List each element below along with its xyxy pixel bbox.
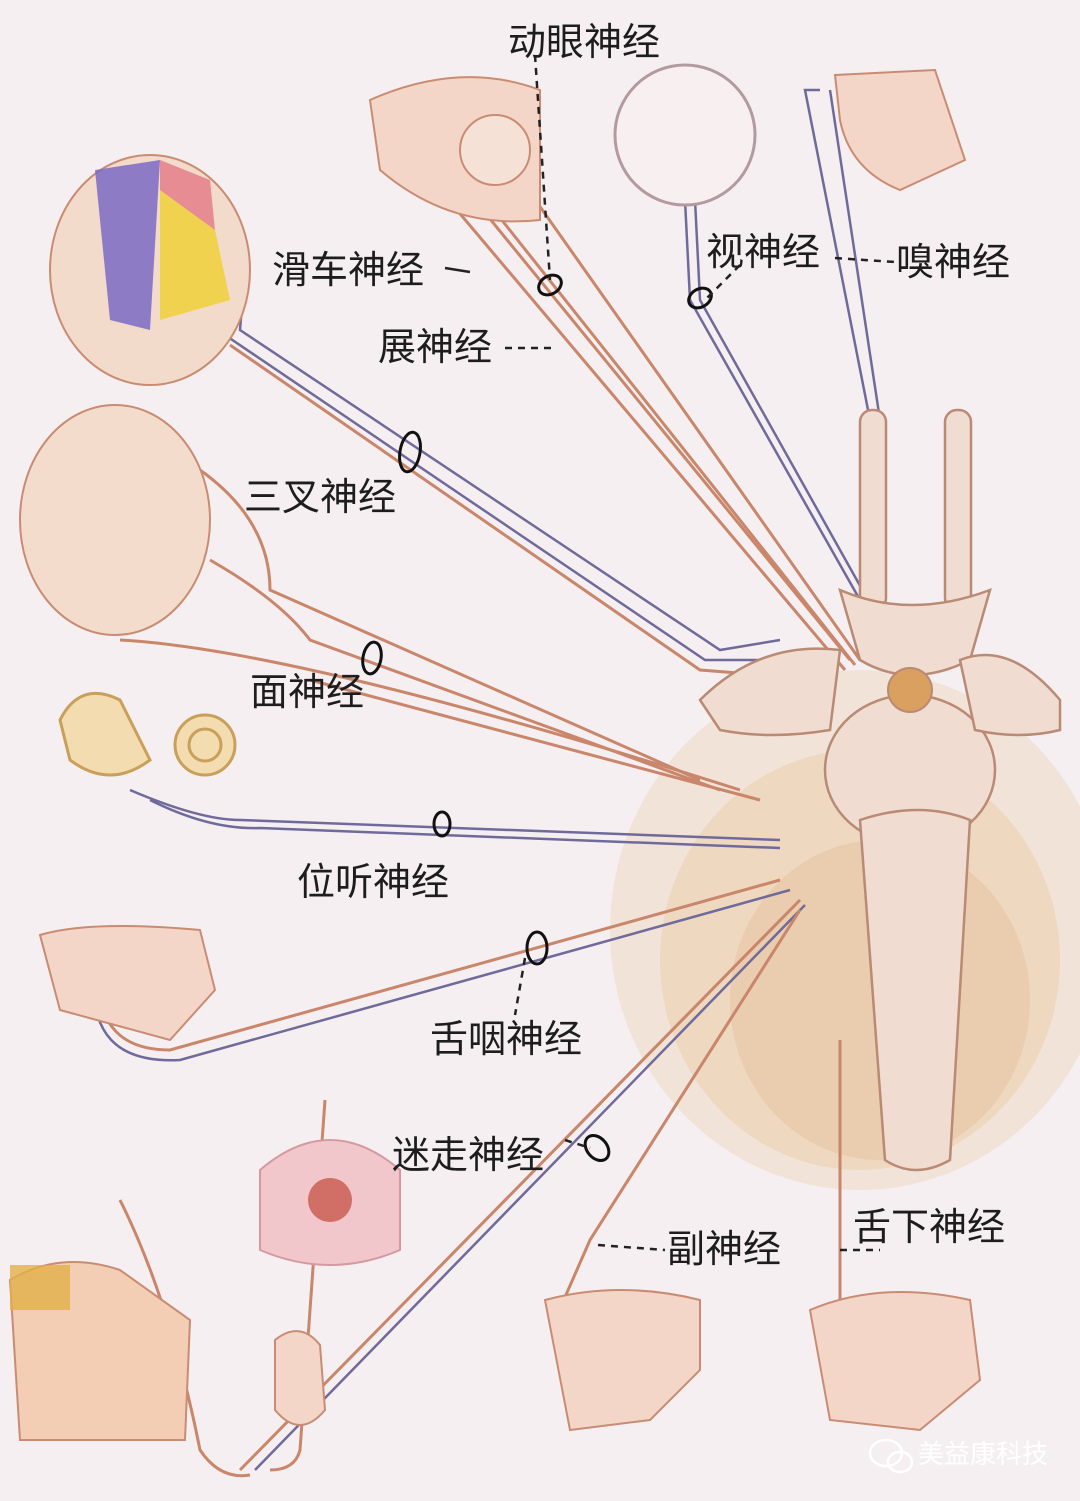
head-illustration-2 (19, 404, 211, 636)
tongue-illustration (808, 1291, 982, 1432)
label-oculomotor: 动眼神经 (508, 20, 660, 64)
label-hypoglossal: 舌下神经 (853, 1205, 1005, 1249)
nerve-labels: 动眼神经 滑车神经 展神经 视神经 嗅神经 三叉神经 面神经 位听神经 舌咽神经… (244, 20, 1010, 1271)
wechat-icon (868, 1438, 914, 1474)
nerve-rings (361, 273, 713, 1163)
label-vagus: 迷走神经 (392, 1133, 544, 1177)
neck-illustration (543, 1289, 701, 1432)
thorax-illustration (259, 1139, 401, 1266)
label-accessory: 副神经 (667, 1227, 781, 1271)
label-optic: 视神经 (706, 230, 820, 274)
nasal-illustration (833, 68, 967, 192)
eye-globe (459, 114, 531, 186)
label-vestibulocochlear: 位听神经 (297, 860, 449, 904)
illustrations (8, 63, 982, 1441)
label-glossopharyngeal: 舌咽神经 (430, 1017, 582, 1061)
label-olfactory: 嗅神经 (896, 240, 1010, 284)
face-illustration-3 (38, 925, 217, 1042)
ear-illustration (274, 1330, 327, 1426)
inner-ear-illustration (58, 691, 237, 777)
eyeball-illustration (613, 63, 757, 207)
watermark-text: 美益康科技 (918, 1440, 1048, 1470)
watermark: 美益康科技 (868, 1438, 1048, 1474)
label-trigeminal: 三叉神经 (244, 475, 396, 519)
brainstem (698, 408, 1062, 1172)
leader-lines (444, 54, 896, 1252)
label-facial: 面神经 (250, 670, 364, 714)
label-trochlear: 滑车神经 (272, 248, 424, 292)
label-abducens: 展神经 (378, 325, 492, 369)
